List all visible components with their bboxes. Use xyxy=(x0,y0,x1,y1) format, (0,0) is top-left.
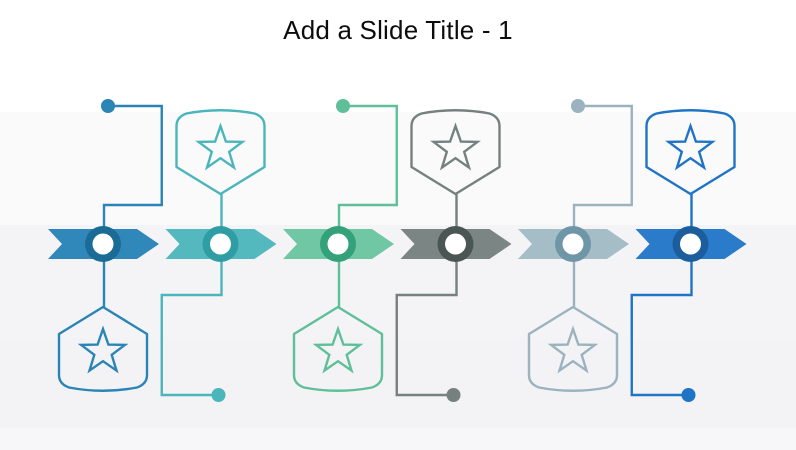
milestone-5 xyxy=(518,99,633,392)
connector-endpoint-dot xyxy=(101,99,115,113)
connector-endpoint-dot xyxy=(681,388,696,402)
star-icon xyxy=(195,122,246,171)
connector-line-2 xyxy=(160,194,223,397)
timeline-node-inner xyxy=(680,233,701,255)
star-icon xyxy=(547,325,599,374)
connector-endpoint-dot xyxy=(446,388,461,402)
milestone-1 xyxy=(48,99,163,392)
connector-line-1 xyxy=(102,104,163,307)
timeline-node-inner xyxy=(92,233,114,255)
timeline-node-inner xyxy=(445,233,466,255)
connector-line-4 xyxy=(395,194,458,397)
connector-line-3 xyxy=(337,104,398,307)
milestone-2 xyxy=(160,109,277,402)
timeline-node-inner xyxy=(210,233,231,255)
star-badge-1[interactable] xyxy=(57,305,149,392)
star-icon xyxy=(430,122,481,171)
milestone-4 xyxy=(395,109,512,402)
star-badge-3[interactable] xyxy=(292,305,384,392)
star-badge-6[interactable] xyxy=(645,109,736,196)
milestone-6 xyxy=(630,109,747,402)
milestone-3 xyxy=(283,99,398,392)
connector-endpoint-dot xyxy=(211,388,226,402)
star-icon xyxy=(665,122,716,171)
star-icon xyxy=(312,325,364,374)
connector-line-5 xyxy=(572,104,633,307)
star-badge-4[interactable] xyxy=(410,109,501,196)
connector-endpoint-dot xyxy=(336,99,350,113)
connector-endpoint-dot xyxy=(571,99,585,113)
connector-line-6 xyxy=(630,194,693,397)
star-badge-5[interactable] xyxy=(527,305,619,392)
star-badge-2[interactable] xyxy=(175,109,266,196)
slide-title[interactable]: Add a Slide Title - 1 xyxy=(283,15,513,45)
timeline-node-inner xyxy=(327,233,349,255)
timeline-node-inner xyxy=(562,233,584,255)
star-icon xyxy=(77,325,129,374)
